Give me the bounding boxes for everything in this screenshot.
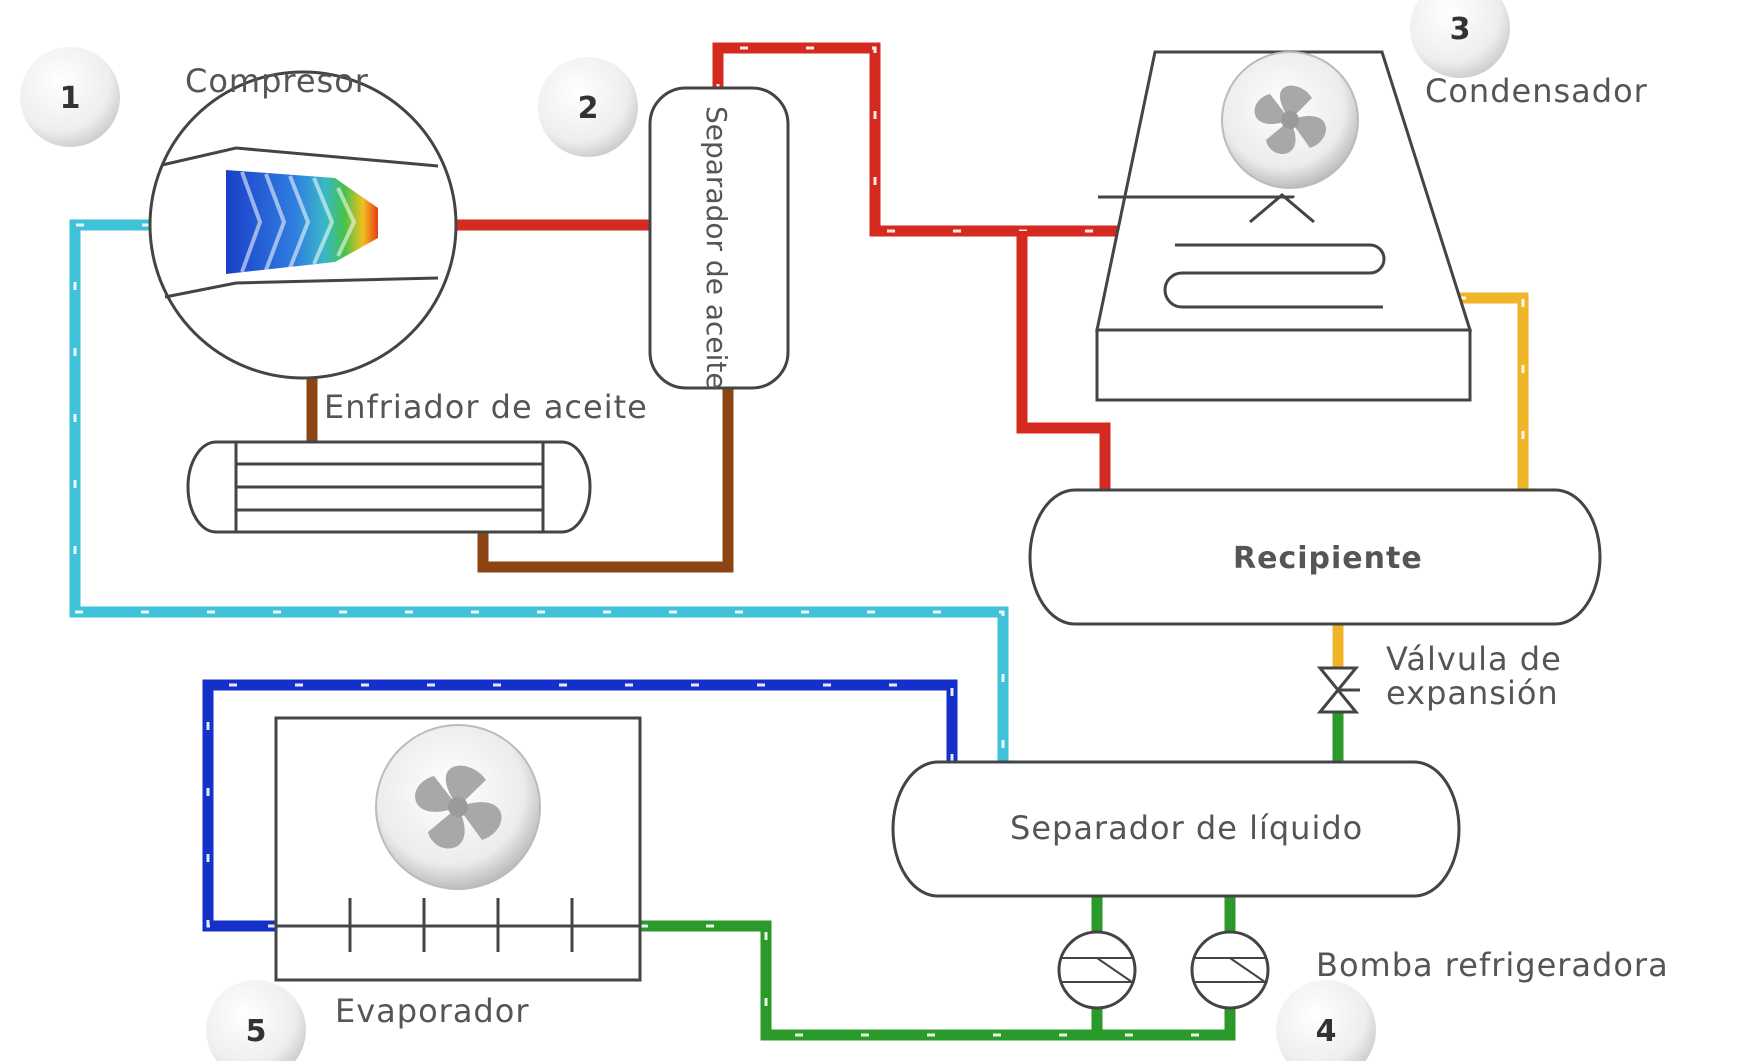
wet-return-pipe [202, 679, 958, 932]
valve-icon [1316, 666, 1360, 714]
oil-separator-vessel [648, 86, 790, 390]
oil-drain-pipe [477, 385, 734, 573]
svg-text:2: 2 [578, 91, 599, 126]
compressor [148, 70, 458, 380]
liquid-separator [891, 760, 1461, 898]
expansion-valve-label-1: Válvula de [1386, 640, 1562, 678]
condenser-coil [1098, 195, 1386, 309]
condenser-label: Condensador [1425, 72, 1648, 110]
compressor-screw-icon [226, 170, 378, 274]
condenser-to-receiver-pipe [1458, 292, 1529, 492]
evaporator-label: Evaporador [335, 992, 529, 1030]
receiver-label: Recipiente [1233, 541, 1423, 576]
fan-icon [1221, 51, 1359, 189]
receiver-vessel [1028, 488, 1602, 626]
pump-label: Bomba refrigeradora [1316, 946, 1669, 984]
step-badge-4: 4 [1276, 980, 1376, 1061]
step-badge-2: 2 [538, 57, 638, 157]
svg-text:4: 4 [1316, 1014, 1337, 1049]
evaporator [274, 716, 642, 982]
compressor-label: Compresor [185, 62, 369, 100]
svg-text:3: 3 [1450, 12, 1471, 47]
liquid-separator-vessel [891, 760, 1461, 898]
oil-separator [648, 86, 790, 390]
step-badge-5: 5 [206, 980, 306, 1061]
svg-text:1: 1 [60, 81, 81, 116]
liquid-high-line [1332, 292, 1529, 672]
wet-return-line [202, 679, 958, 932]
step-badge-1: 1 [20, 47, 120, 147]
pump-icon [1057, 930, 1270, 1010]
expansion-valve-label-2: expansión [1386, 674, 1559, 712]
condenser-base [1095, 328, 1472, 402]
bypass-pipe [1016, 231, 1111, 492]
evaporator-feed-pipe [640, 895, 1236, 1041]
suction-line [69, 219, 1009, 764]
condenser [1095, 50, 1473, 402]
oil-cooler [186, 440, 592, 534]
hot-gas-line [456, 42, 1130, 492]
receiver [1028, 488, 1602, 626]
svg-text:5: 5 [246, 1014, 267, 1049]
oil-separator-label: Separador de aceite [700, 106, 733, 390]
oil-cooler-label: Enfriador de aceite [324, 388, 648, 426]
fan-icon [375, 724, 541, 890]
step-badge-3: 3 [1410, 0, 1510, 78]
liquid-separator-label: Separador de líquido [1010, 809, 1363, 847]
